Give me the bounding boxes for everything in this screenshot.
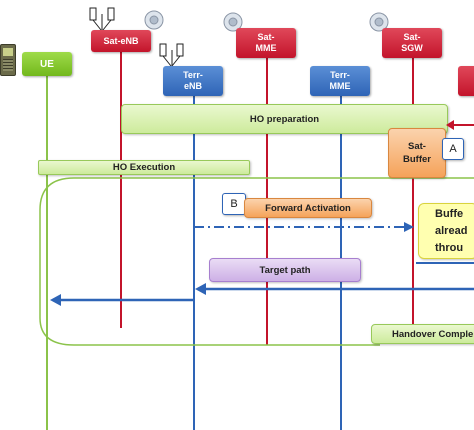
ue-lifeline	[46, 74, 48, 430]
sat-mme-dish-icon	[223, 12, 243, 32]
sat-enb-lifeline	[120, 50, 122, 328]
sat-sgw-dish-icon	[369, 12, 389, 32]
terr-mme-node: Terr- MME	[310, 66, 370, 96]
terr-enb-lifeline	[193, 95, 195, 430]
terr-enb-antenna-icon	[159, 43, 184, 67]
callout-a: A	[442, 138, 464, 160]
sat-enb-antenna-icon	[89, 7, 115, 31]
forward-activation-box: Forward Activation	[244, 198, 372, 218]
partial-node-right	[458, 66, 474, 96]
sat-sgw-node: Sat- SGW	[382, 28, 442, 58]
sat-enb-node: Sat-eNB	[91, 30, 151, 52]
ue-phone-icon	[0, 44, 16, 76]
sat-mme-node: Sat- MME	[236, 28, 296, 58]
handover-complete-box: Handover Comple	[371, 324, 474, 344]
sat-enb-dish-icon	[144, 10, 164, 30]
sat-sgw-lifeline	[412, 55, 414, 330]
terr-enb-node: Terr- eNB	[163, 66, 223, 96]
sat-buffer-box: Sat- Buffer	[388, 128, 446, 178]
ho-execution-box: HO Execution	[38, 160, 250, 175]
target-path-box: Target path	[209, 258, 361, 282]
buffer-note: Buffe alread throu	[418, 203, 474, 259]
ue-node: UE	[22, 52, 72, 76]
